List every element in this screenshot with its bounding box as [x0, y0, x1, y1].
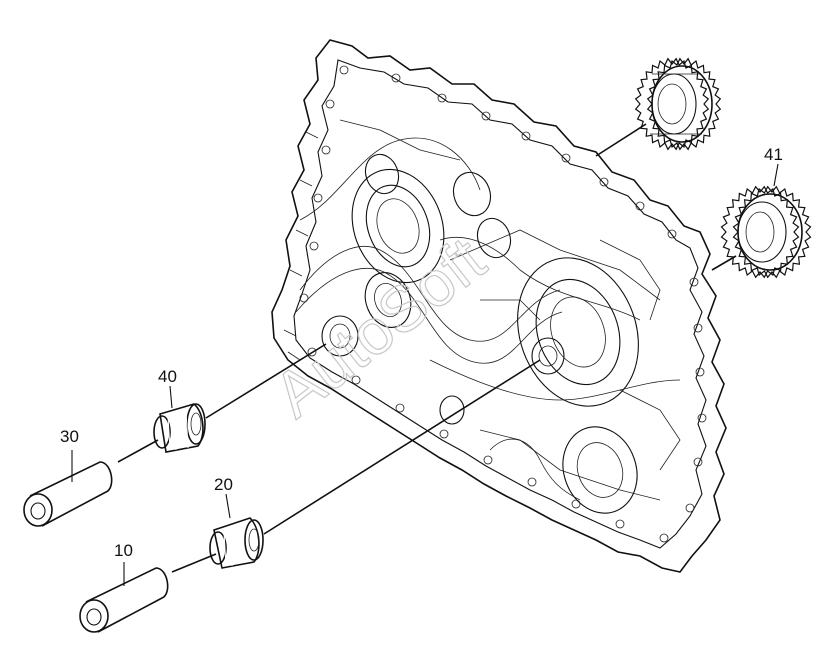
sleeve-10	[79, 567, 169, 633]
leader-20	[225, 493, 231, 519]
callout-30: 30	[60, 427, 79, 446]
gear-teeth	[646, 57, 722, 151]
sleeve-30	[23, 461, 113, 527]
bearing-20	[209, 517, 264, 569]
callout-20: 20	[214, 475, 233, 494]
gear-upper-axis-line	[595, 123, 647, 157]
bearing-40	[153, 403, 206, 453]
housing-cover	[271, 39, 727, 573]
gear-upper	[634, 57, 722, 151]
leader-41	[773, 163, 779, 187]
axis-10-20	[171, 553, 217, 573]
gear-teeth	[720, 185, 800, 279]
gear-teeth	[634, 57, 710, 151]
callout-40: 40	[158, 367, 177, 386]
axis-20-housing	[263, 359, 541, 535]
axis-40-housing	[205, 343, 327, 419]
callout-10: 10	[114, 541, 133, 560]
gear-41	[720, 185, 812, 279]
callout-41: 41	[764, 145, 783, 164]
axis-30-40	[117, 439, 159, 463]
gear-teeth	[732, 185, 812, 279]
gear-41-axis-line	[711, 255, 737, 271]
leader-40	[169, 385, 173, 409]
